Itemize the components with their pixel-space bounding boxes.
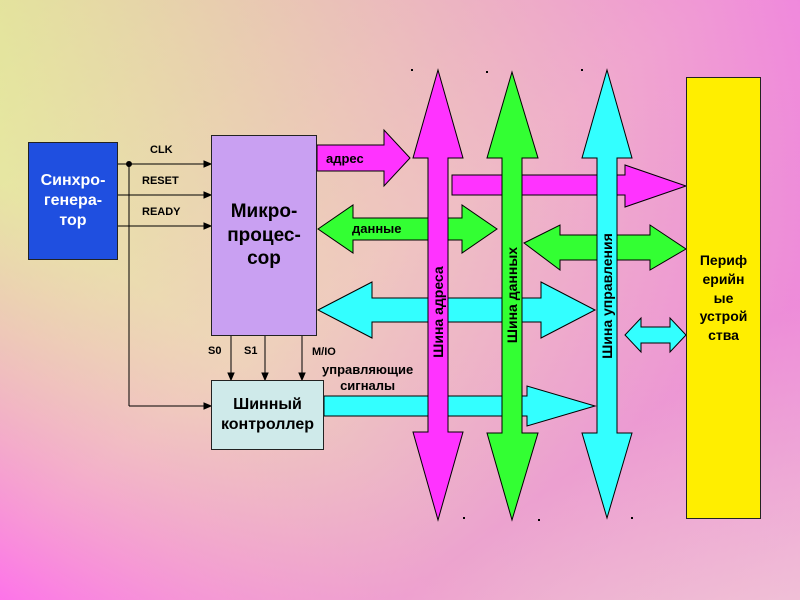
mio-label: M/IO (312, 346, 336, 358)
address-arrow-label: адрес (326, 151, 364, 166)
clk-label: CLK (150, 144, 173, 156)
reset-label: RESET (142, 175, 179, 187)
data-bus-label: Шина данных (504, 246, 520, 344)
microprocessor-label: Микро- процес- сор (227, 200, 301, 270)
microprocessor-block: Микро- процес- сор (211, 135, 317, 336)
data-bus (486, 70, 539, 522)
s0-label: S0 (208, 345, 222, 357)
control-to-peripherals-arrow (624, 316, 687, 354)
sync-generator-label: Синхро- генера- тор (40, 172, 106, 229)
bus-controller-arrow (323, 385, 597, 427)
control-signals-label: управляющие сигналы (322, 362, 414, 393)
s1-label: S1 (244, 345, 258, 357)
address-arrow (316, 128, 411, 188)
cpu-control-double-arrow (316, 281, 597, 339)
control-bus-label: Шина управления (599, 233, 615, 359)
address-to-peripherals-arrow (451, 164, 688, 208)
bus-controller-block: Шинный контроллер (211, 380, 324, 450)
signal-lines (118, 160, 306, 410)
sync-generator-block: Синхро- генера- тор (28, 142, 118, 260)
address-bus (412, 68, 464, 522)
data-arrow-label: данные (352, 221, 402, 236)
data-double-arrow (317, 204, 498, 254)
ready-label: READY (142, 206, 181, 218)
bus-controller-label: Шинный контроллер (220, 396, 314, 433)
peripherals-label: Периф ерийн ые устрой ства (699, 251, 748, 344)
address-bus-label: Шина адреса (430, 266, 446, 358)
control-bus (581, 68, 633, 520)
peripherals-block: Периф ерийн ые устрой ства (686, 77, 761, 519)
